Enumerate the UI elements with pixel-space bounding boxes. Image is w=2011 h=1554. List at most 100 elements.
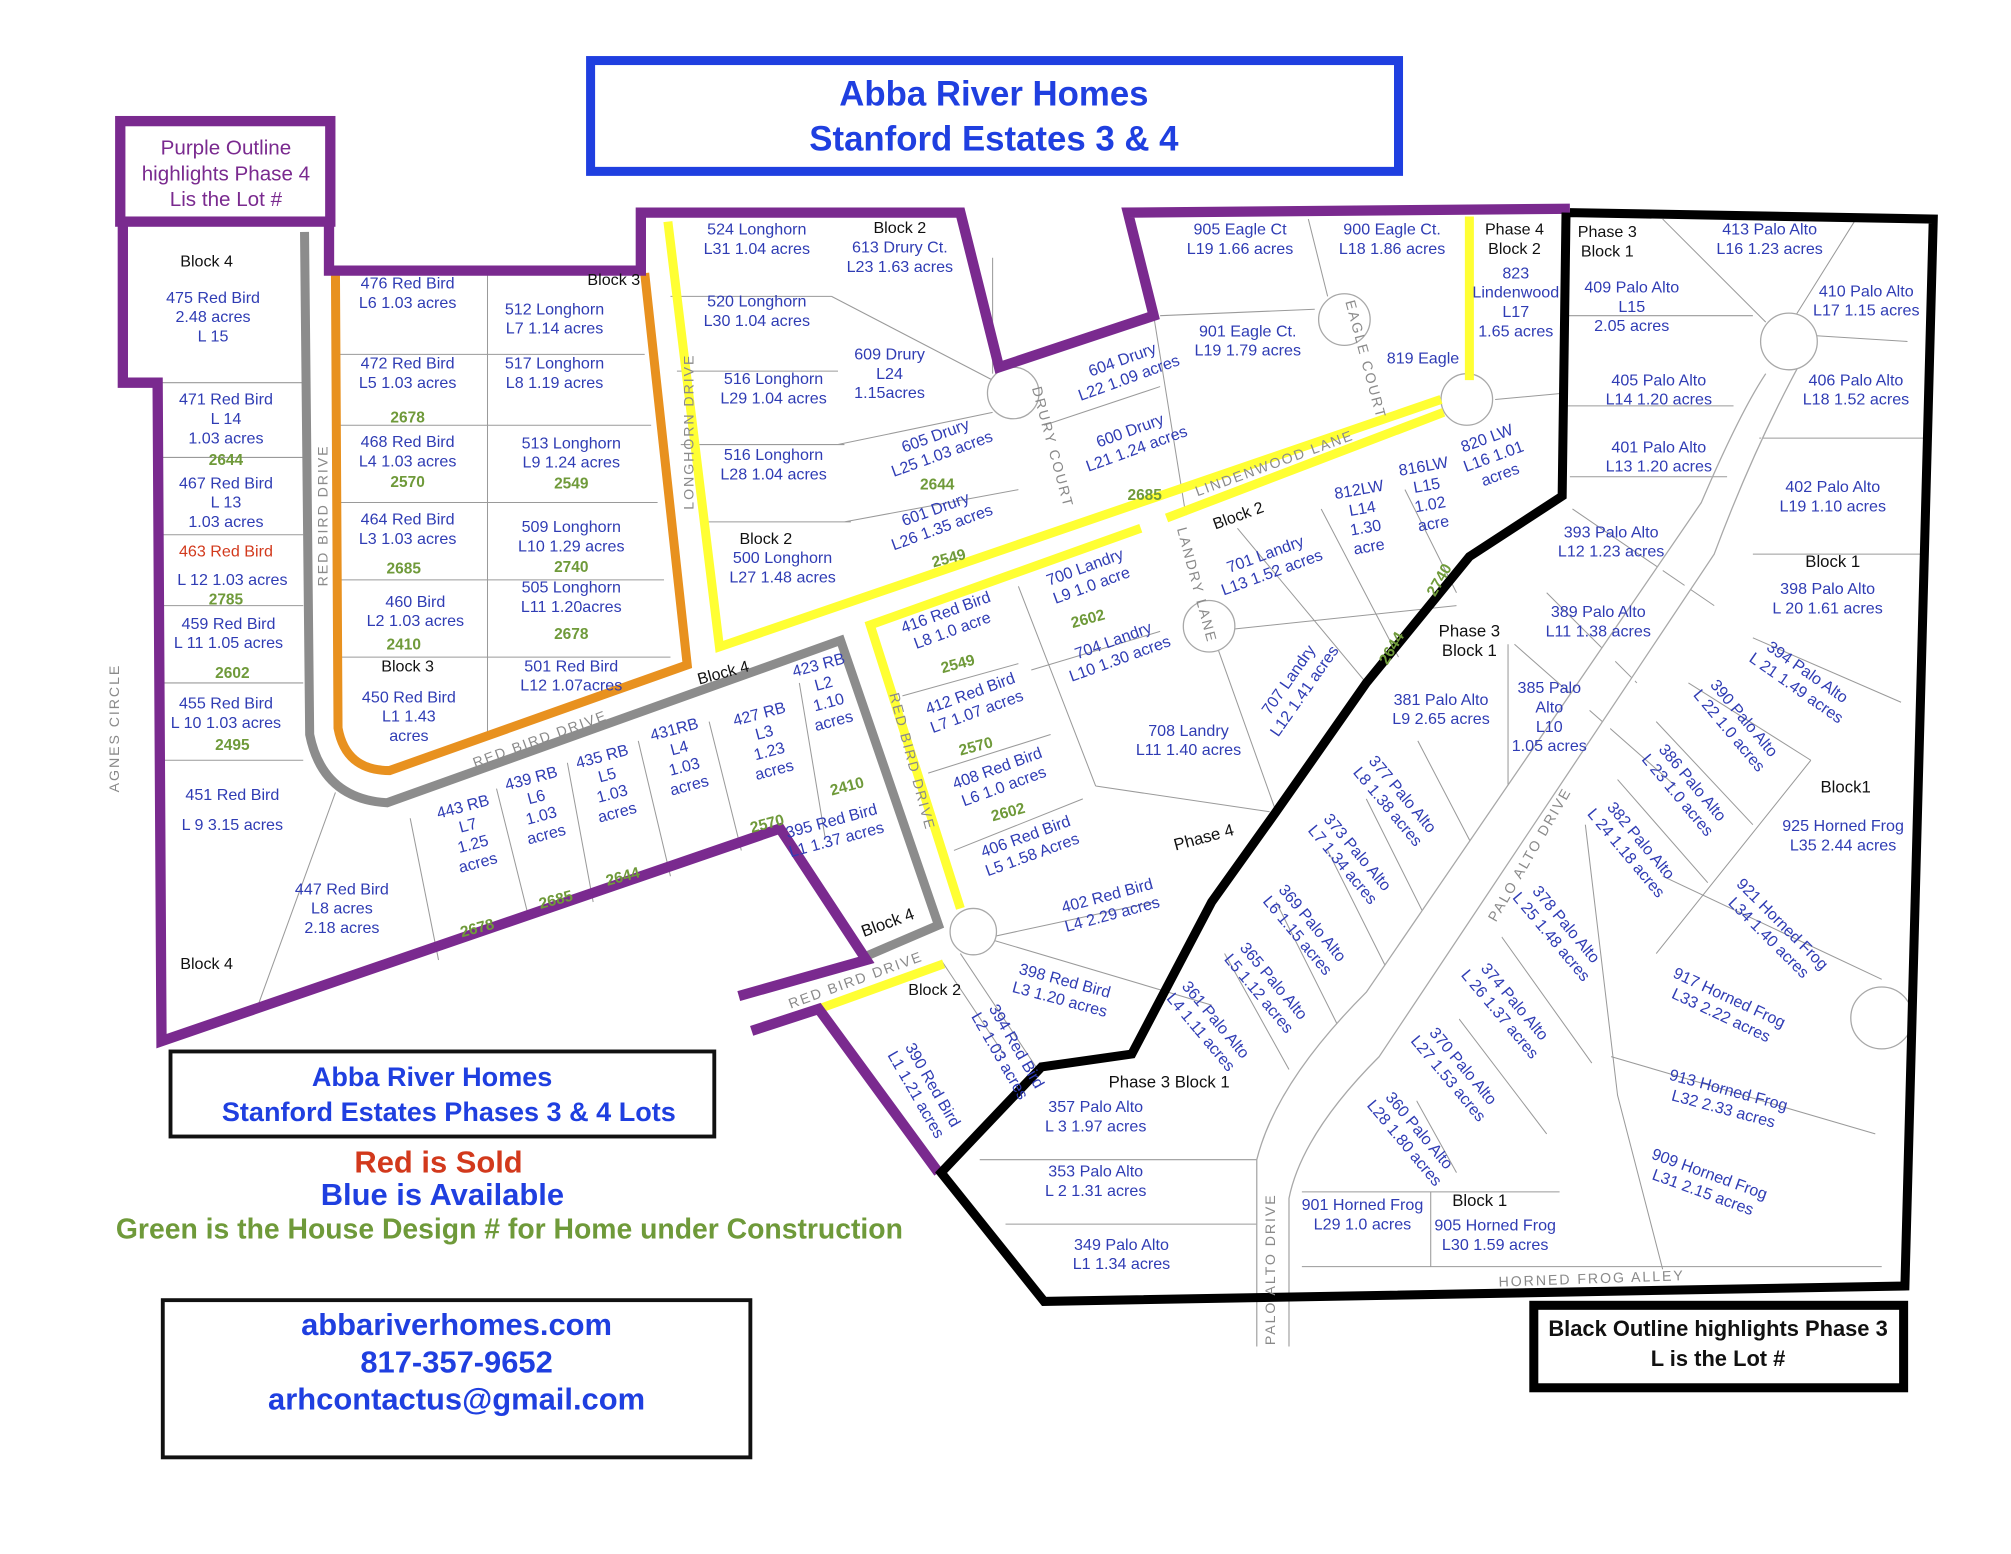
label-line: 406 Palo Alto [1809, 371, 1904, 389]
lot-label: 369 Palo AltoL6 1.15 acres [1259, 880, 1350, 979]
lots-box-line-1: Abba River Homes [312, 1062, 552, 1092]
lot-label: 361 Palo AltoL4 1.11 acres [1163, 977, 1254, 1075]
contact-email[interactable]: arhcontactus@gmail.com [268, 1382, 645, 1417]
label-line: Block 2 [739, 530, 792, 548]
lots-box-line-2: Stanford Estates Phases 3 & 4 Lots [222, 1097, 676, 1127]
label-line: L4 1.03 acres [359, 452, 457, 470]
label-line: 467 Red Bird [179, 474, 273, 492]
contact-website[interactable]: abbariverhomes.com [301, 1307, 612, 1342]
lot-label: L 12 1.03 acres [177, 571, 287, 589]
label-line: 2644 [920, 477, 955, 494]
block-label: Block 2 [739, 530, 792, 548]
lot-label: 398 Red BirdL3 1.20 acres [1010, 960, 1114, 1021]
label-line: 520 Longhorn [707, 293, 806, 311]
lot-label: 917 Horned FrogL33 2.22 acres [1662, 964, 1788, 1049]
house-design-number: 2570 [957, 734, 995, 759]
lot-label: 707 LandryL12 1.41 acres [1251, 631, 1343, 740]
label-line: L24 [876, 365, 903, 383]
house-design-number: 2644 [920, 477, 955, 494]
label-line: LONGHORN DRIVE [682, 354, 698, 510]
lot-label: 900 Eagle Ct.L18 1.86 acres [1339, 221, 1445, 258]
label-line: 925 Horned Frog [1782, 817, 1904, 835]
label-line: 1.05 acres [1512, 737, 1587, 755]
label-line: 2495 [215, 737, 250, 754]
key-available: Blue is Available [321, 1177, 564, 1212]
label-line: RED BIRD DRIVE [316, 444, 332, 586]
lot-label: 394 Palo AltoL 21 1.49 acres [1746, 633, 1858, 727]
label-line: 2740 [554, 559, 588, 576]
label-line: L14 [1348, 498, 1378, 520]
block-label: Block 2 [873, 219, 926, 237]
label-line: 2549 [939, 652, 977, 677]
lot-label: 600 DruryL21 1.24 acres [1077, 404, 1190, 475]
label-line: L 9 3.15 acres [182, 816, 283, 834]
contact-box [160, 1298, 753, 1460]
label-line: L23 1.63 acres [847, 258, 953, 276]
label-line: L 2 1.31 acres [1045, 1182, 1146, 1200]
lot-label: 443 RBL71.25acres [435, 791, 507, 878]
purple-legend-line-3: Lis the Lot # [170, 188, 283, 211]
contact-phone[interactable]: 817-357-9652 [360, 1344, 552, 1379]
lot-label: 386 Palo AltoL 23 1.0 acres [1638, 738, 1732, 840]
label-line: 389 Palo Alto [1551, 603, 1646, 621]
label-line: 2549 [554, 475, 589, 492]
label-line: L 15 [198, 327, 229, 345]
label-line: 1.03 acres [188, 429, 263, 447]
lot-label: 431RBL41.03acres [648, 715, 715, 801]
house-design-number: 2495 [215, 737, 250, 754]
lot-label: 921 Horned FrogL34 1.40 acres [1719, 875, 1831, 987]
label-line: 450 Red Bird [362, 688, 456, 706]
label-line: L30 1.04 acres [704, 312, 810, 330]
label-line: L 3 1.97 acres [1045, 1117, 1146, 1135]
label-line: L6 1.03 acres [359, 294, 457, 312]
label-line: L13 1.20 acres [1606, 458, 1712, 476]
label-line: L7 1.14 acres [506, 320, 604, 338]
label-line: 509 Longhorn [522, 518, 621, 536]
black-legend-line-1: Black Outline highlights Phase 3 [1548, 1316, 1887, 1341]
lot-label: 390 Palo AltoL 22 1.0 acres [1690, 674, 1784, 776]
title-line-1: Abba River Homes [839, 76, 1148, 114]
lot-label: 613 Drury Ct.L23 1.63 acres [847, 239, 953, 276]
label-line: L 14 [211, 410, 242, 428]
label-line: AGNES CIRCLE [107, 664, 123, 793]
street-name: PALO ALTO DRIVE [1263, 1193, 1279, 1345]
label-line: L6 [525, 786, 547, 808]
street-name: HORNED FROG ALLEY [1498, 1268, 1685, 1290]
key-sold: Red is Sold [354, 1145, 522, 1180]
label-line: Block 1 [1442, 641, 1497, 660]
label-line: L9 2.65 acres [1392, 710, 1490, 728]
label-line: L8 1.19 acres [506, 374, 604, 392]
label-line: L17 [1502, 303, 1529, 321]
lot-label: 451 Red Bird [185, 786, 279, 804]
label-line: 2.48 acres [175, 308, 250, 326]
lots-box [168, 1049, 717, 1139]
label-line: L31 1.04 acres [704, 240, 810, 258]
label-line: 353 Palo Alto [1048, 1162, 1143, 1180]
lot-label: 605 DruryL25 1.03 acres [882, 409, 995, 480]
purple-legend-line-2: highlights Phase 4 [142, 162, 310, 185]
label-line: 468 Red Bird [361, 433, 455, 451]
label-line: Block 2 [873, 219, 926, 237]
gray-red-bird-drive-outline [300, 231, 945, 961]
label-line: 1.02 [1413, 493, 1447, 516]
phase-label: Block 1 [1452, 1191, 1507, 1210]
lot-label: 435 RBL51.03acres [574, 741, 646, 828]
